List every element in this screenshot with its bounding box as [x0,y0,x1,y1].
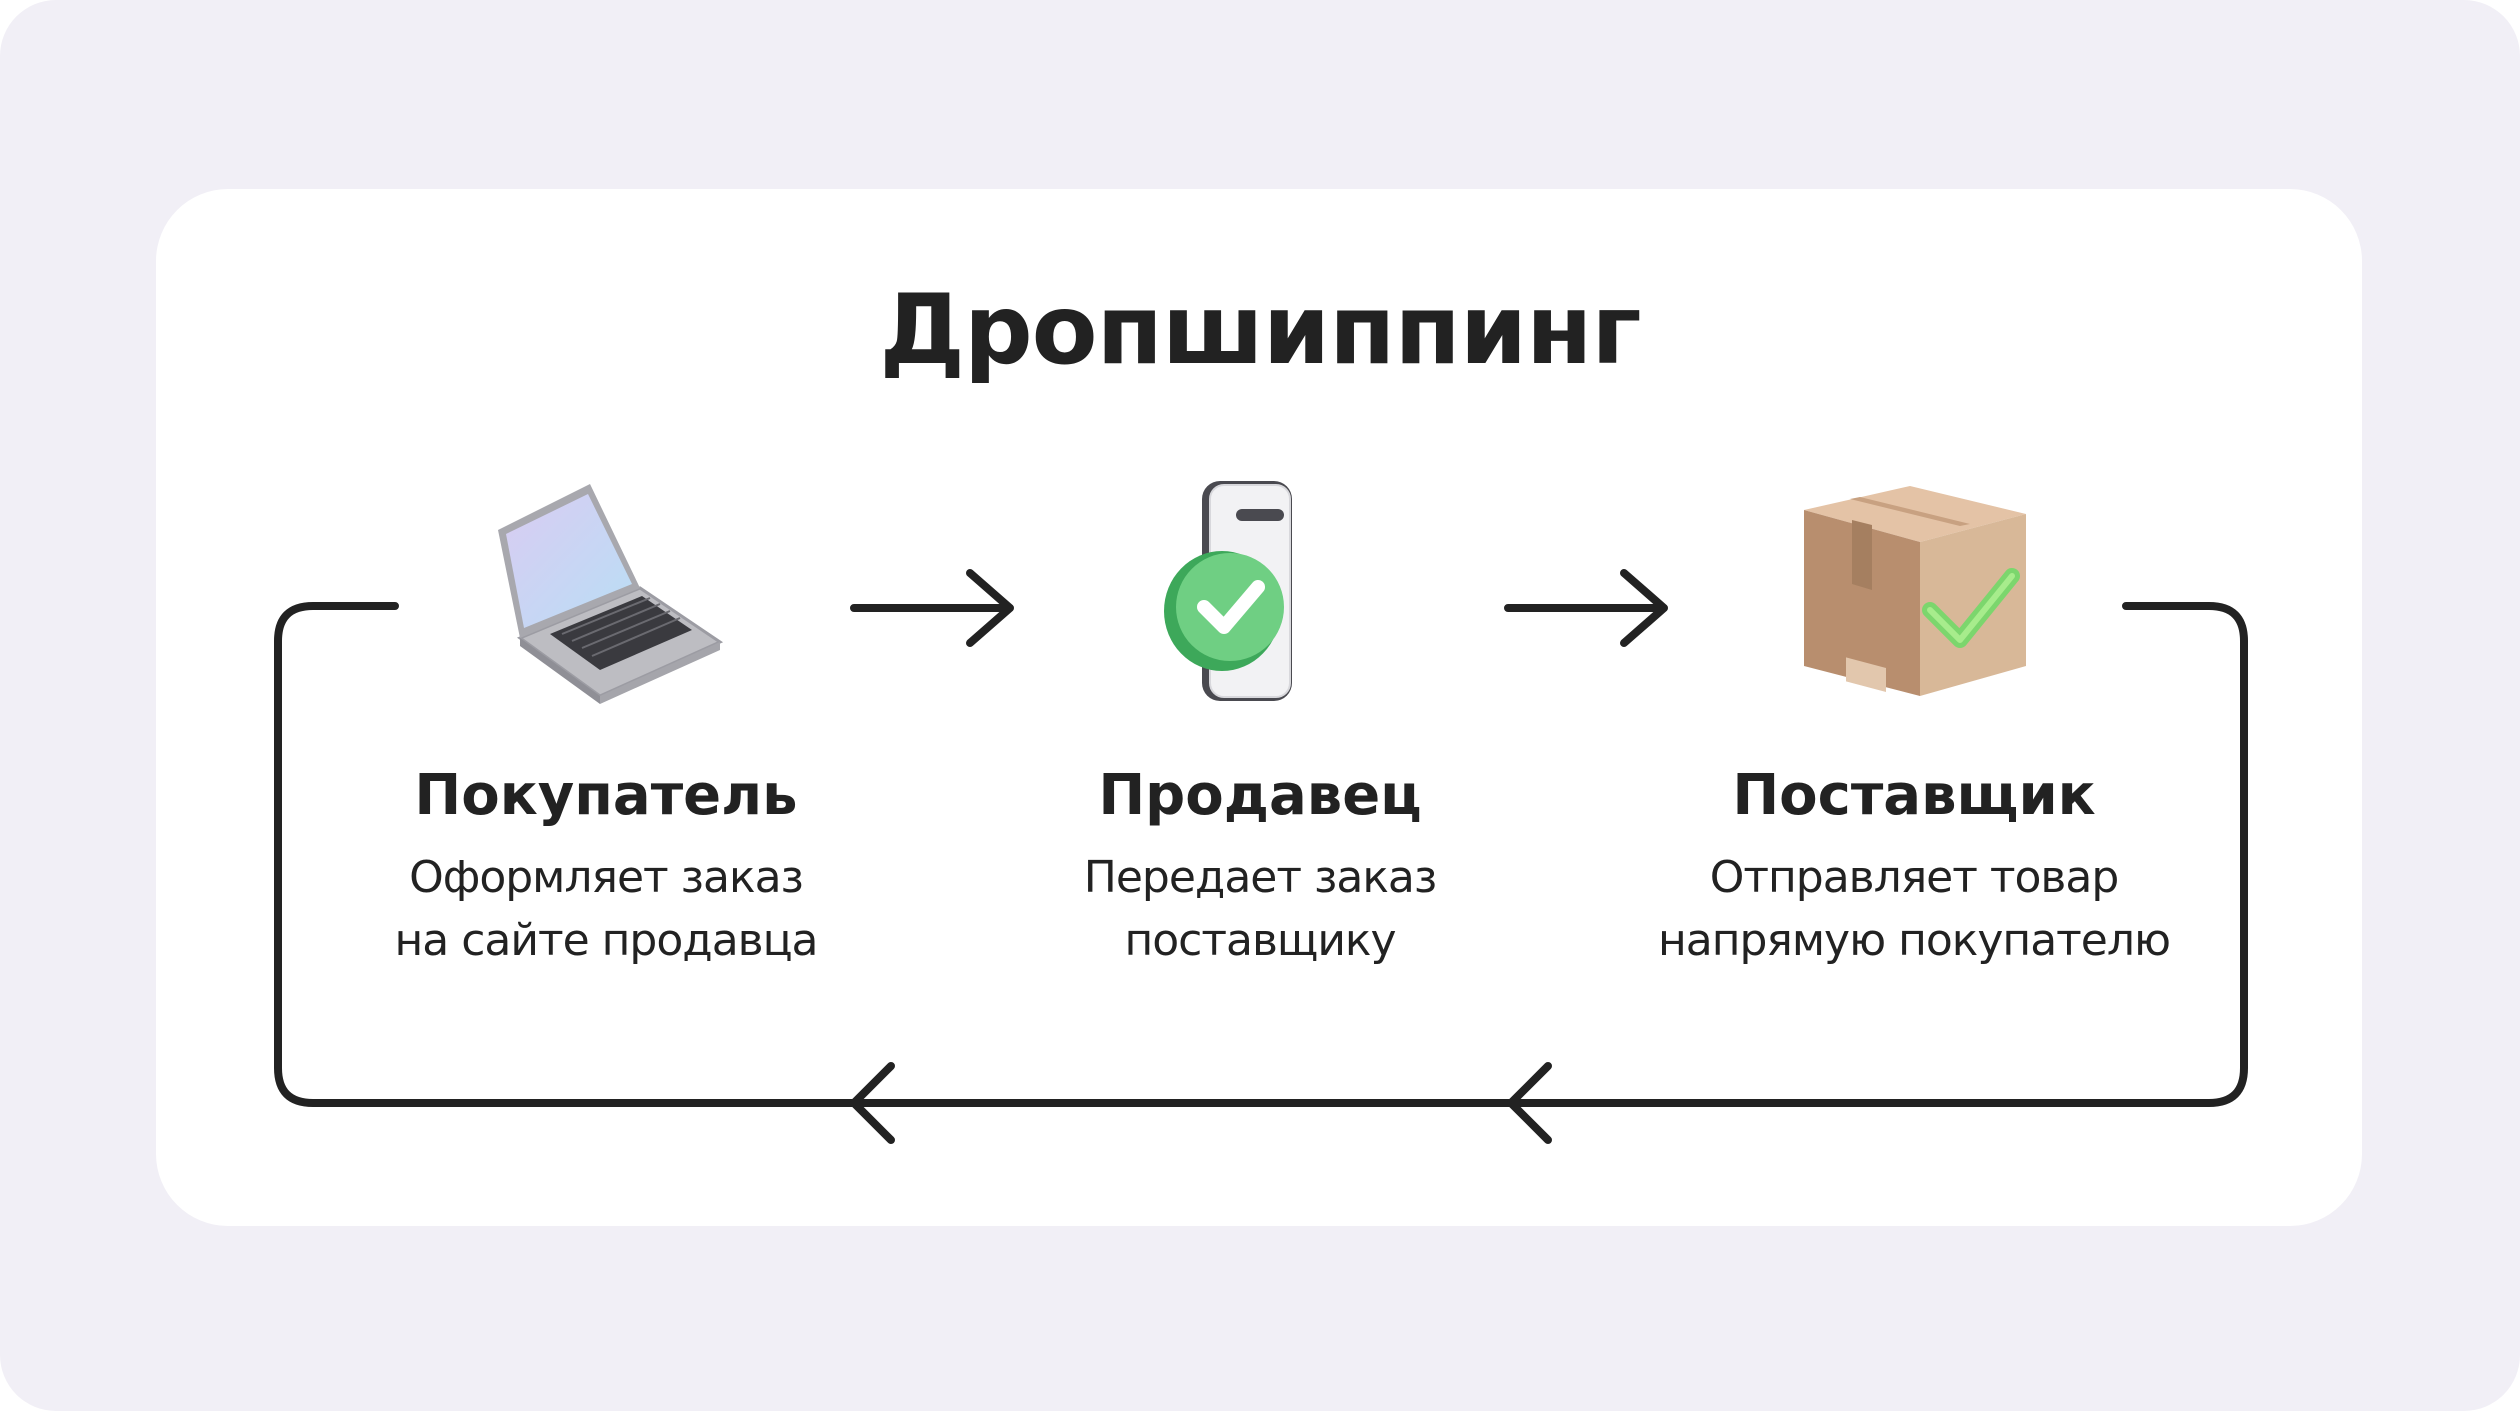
step-buyer-title: Покупатель [414,763,798,828]
return-arrowhead-left [850,1062,895,1144]
return-loop-line [274,602,2248,1107]
step-buyer-desc-line1: Оформляет заказ [409,852,804,903]
laptop-icon [498,484,724,704]
box-check-icon [1804,486,2026,696]
diagram-card [156,189,2362,1226]
step-seller-title: Продавец [1098,763,1422,828]
step-supplier-desc-line2: напрямую покупателю [1657,915,2171,966]
step-seller-desc-line2: поставщику [1124,915,1396,966]
step-supplier-title: Поставщик [1732,763,2096,828]
arrow-seller-to-supplier [1504,569,1668,647]
return-arrowhead-right [1507,1062,1552,1144]
diagram-title: Дропшиппинг [879,274,1641,386]
phone-check-icon [1164,481,1292,701]
arrow-buyer-to-seller [850,569,1014,647]
step-buyer-desc-line2: на сайте продавца [394,915,819,966]
step-supplier-desc-line1: Отправляет товар [1709,852,2120,903]
step-seller-desc-line1: Передает заказ [1083,852,1438,903]
